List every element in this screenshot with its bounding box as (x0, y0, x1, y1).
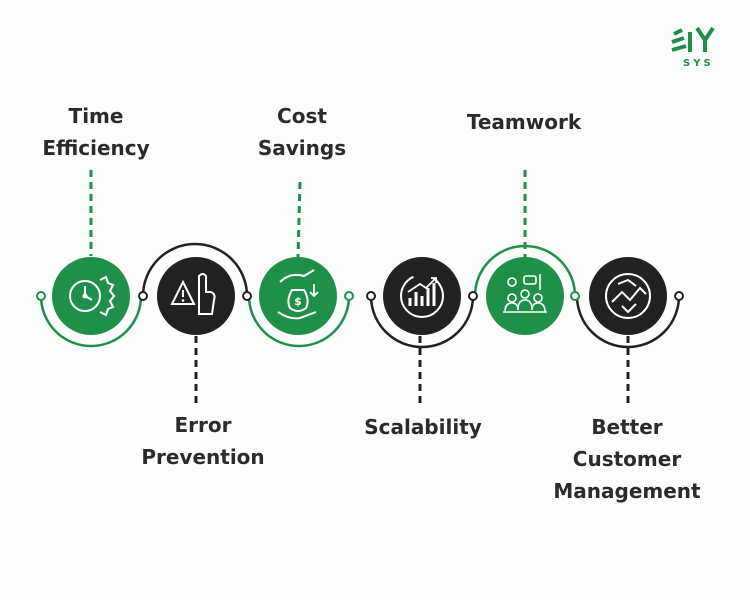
arc-error-prevention (141, 242, 249, 297)
label-better-customer-management: Better Customer Management (553, 415, 701, 503)
dashed-connectors (89, 170, 630, 405)
logo-subtext: SYS (683, 58, 714, 69)
label-error-prevention: Error Prevention (141, 413, 265, 469)
arc-cost-savings (247, 295, 351, 348)
connector-dots (36, 291, 684, 301)
team-meeting-icon (486, 257, 564, 335)
svg-text:$: $ (294, 295, 302, 308)
arc-time-efficiency (39, 295, 143, 348)
warning-hand-icon (157, 257, 235, 335)
growth-chart-icon (383, 257, 461, 335)
company-logo (671, 26, 715, 52)
handshake-icon (589, 257, 667, 335)
label-time-efficiency: Time Efficiency (42, 104, 150, 160)
label-teamwork: Teamwork (466, 110, 582, 134)
arc-better-customer-management (575, 295, 681, 349)
clock-gear-icon (52, 257, 130, 335)
arc-scalability (369, 295, 475, 349)
money-bag-hand-icon: $ (259, 257, 337, 335)
label-cost-savings: Cost Savings (257, 104, 347, 160)
label-scalability: Scalability (364, 415, 482, 439)
